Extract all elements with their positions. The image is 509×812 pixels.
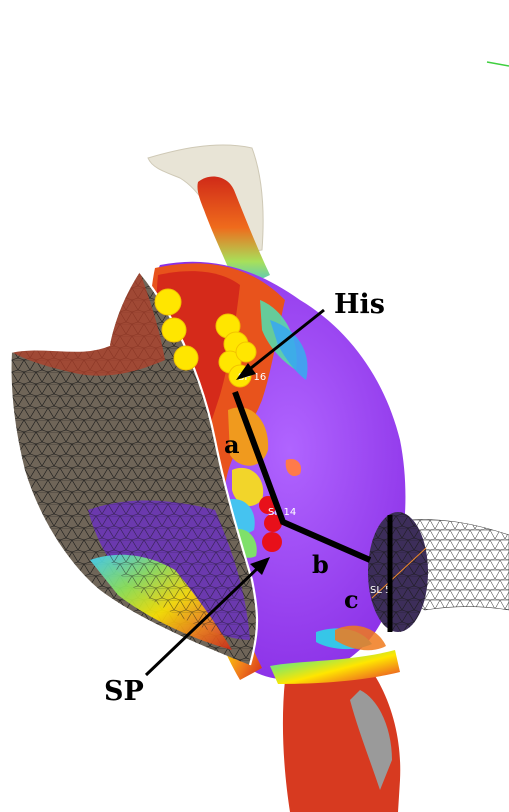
green-mark xyxy=(487,62,509,66)
label-c: c xyxy=(344,585,359,614)
label-a: a xyxy=(224,430,240,459)
label-his: His xyxy=(334,289,385,320)
label-b: b xyxy=(312,550,329,579)
cut-ellipse-mesh xyxy=(368,512,428,632)
flap-red-rim xyxy=(12,272,165,376)
label-sp: SP xyxy=(104,676,144,707)
